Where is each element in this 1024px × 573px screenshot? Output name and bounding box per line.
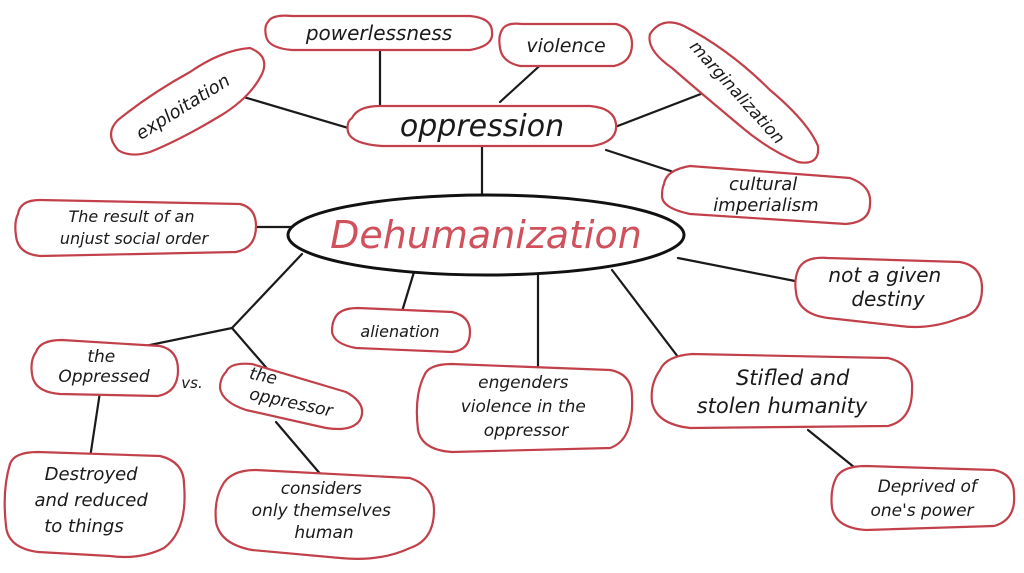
destroyed-line-3: to things [44,516,123,537]
bubble-alienation [330,306,472,354]
oppression-label: oppression [400,109,564,144]
destiny-line-2: destiny [851,287,925,311]
destiny-label: not a given destiny [828,263,947,311]
violence-label: violence [526,35,605,57]
deprived-line-2: one's power [870,501,974,521]
edge-center-destiny [676,256,802,284]
considers-line-2: only themselves [252,501,391,521]
bubble-destiny [794,256,984,329]
oppressed-line-1: the [87,347,115,367]
edge-branch-oppressor [230,326,272,374]
destiny-line-1: not a given [828,263,941,287]
deprived-line-1: Deprived of [878,477,980,497]
unjust-line-2: unjust social order [60,229,210,248]
engenders-line-2: violence in the [461,397,586,417]
unjust-line-1: The result of an [68,207,194,226]
bubble-considers [214,468,436,560]
oppressed-line-2: Oppressed [58,367,150,387]
bubble-stifled [650,352,914,430]
edge-center-branch [230,252,304,330]
destroyed-line-2: and reduced [34,490,148,511]
destroyed-line-1: Destroyed [45,464,139,485]
bubble-destroyed [3,450,186,559]
deprived-label: Deprived of one's power [870,477,982,521]
vs-label: vs. [181,374,202,392]
oppressed-label: the Oppressed [58,347,150,387]
alienation-label: alienation [360,322,439,341]
bubble-cultural [660,164,872,226]
considers-line-1: considers [281,479,362,499]
bubble-deprived [830,464,1016,532]
center-ellipse [286,193,686,277]
bubble-oppressor [218,362,364,431]
bubble-marginalization [648,21,820,164]
considers-line-3: human [294,523,353,543]
bubble-unjust [14,198,258,258]
unjust-label: The result of an unjust social order [60,207,210,248]
bubble-oppression [346,104,618,148]
engenders-line-1: engenders [478,373,568,393]
edge-oppressor-considers [274,420,324,478]
cultural-line-2: imperialism [713,195,818,216]
bubble-violence [498,22,634,68]
stifled-label: Stifled and stolen humanity [697,366,868,418]
destroyed-label: Destroyed and reduced to things [34,464,153,537]
powerlessness-label: powerlessness [305,21,452,45]
bubble-powerlessness [264,14,494,52]
engenders-label: engenders violence in the oppressor [461,373,592,441]
edge-oppression-marginalization [613,90,708,129]
cultural-label: cultural imperialism [713,174,818,216]
engenders-line-3: oppressor [484,421,570,441]
center-label: Dehumanization [330,213,642,257]
cultural-line-1: cultural [729,174,797,195]
edge-oppressed-destroyed [88,390,102,460]
stifled-line-1: Stifled and [736,366,850,390]
bubbles [3,14,1016,560]
bubble-oppressed [30,338,180,398]
considers-label: considers only themselves human [252,479,397,543]
bubble-exploitation [109,46,266,156]
bubble-engenders [415,362,634,454]
stifled-line-2: stolen humanity [697,394,868,418]
